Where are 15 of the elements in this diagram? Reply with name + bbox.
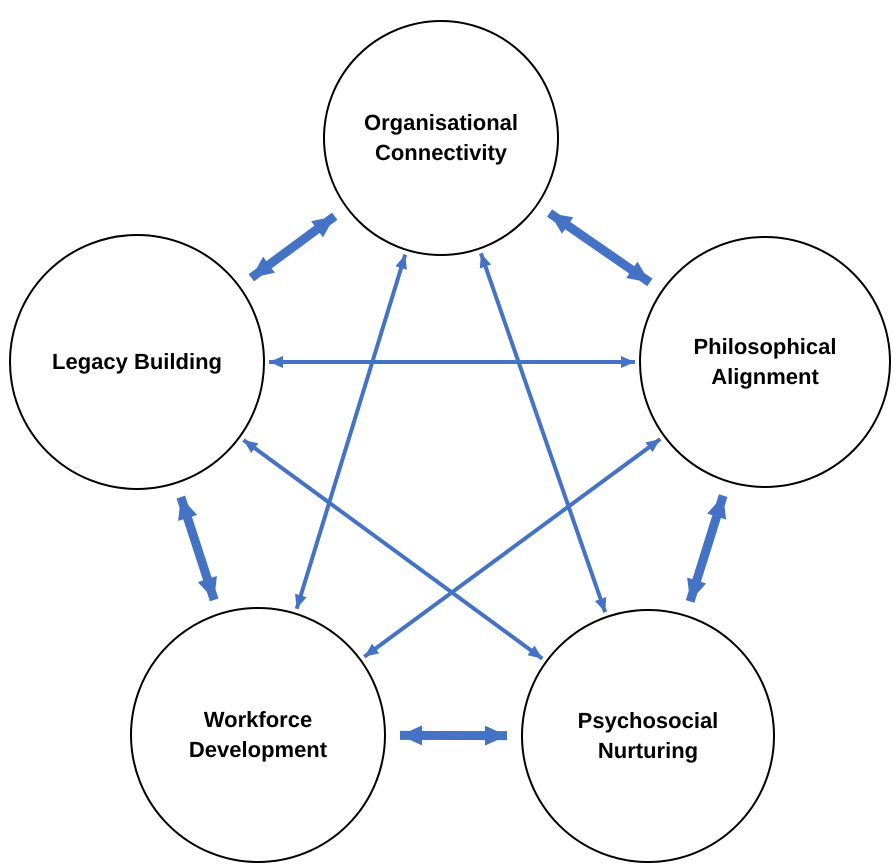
node-label: Psychosocial Nurturing (576, 707, 720, 765)
double-arrow (479, 252, 608, 613)
double-arrow (547, 209, 652, 286)
node-label: Philosophical Alignment (692, 333, 838, 391)
double-arrow (176, 496, 218, 602)
node-label: Organisational Connectivity (362, 109, 520, 167)
double-arrow (363, 437, 662, 658)
node-label: Legacy Building (52, 348, 222, 376)
double-arrow (400, 725, 508, 746)
node-label: Workforce Development (188, 706, 328, 764)
double-arrow (294, 254, 408, 610)
double-arrow (242, 438, 544, 660)
double-arrow (269, 356, 635, 368)
double-arrow (248, 212, 338, 282)
double-arrow (686, 494, 728, 603)
